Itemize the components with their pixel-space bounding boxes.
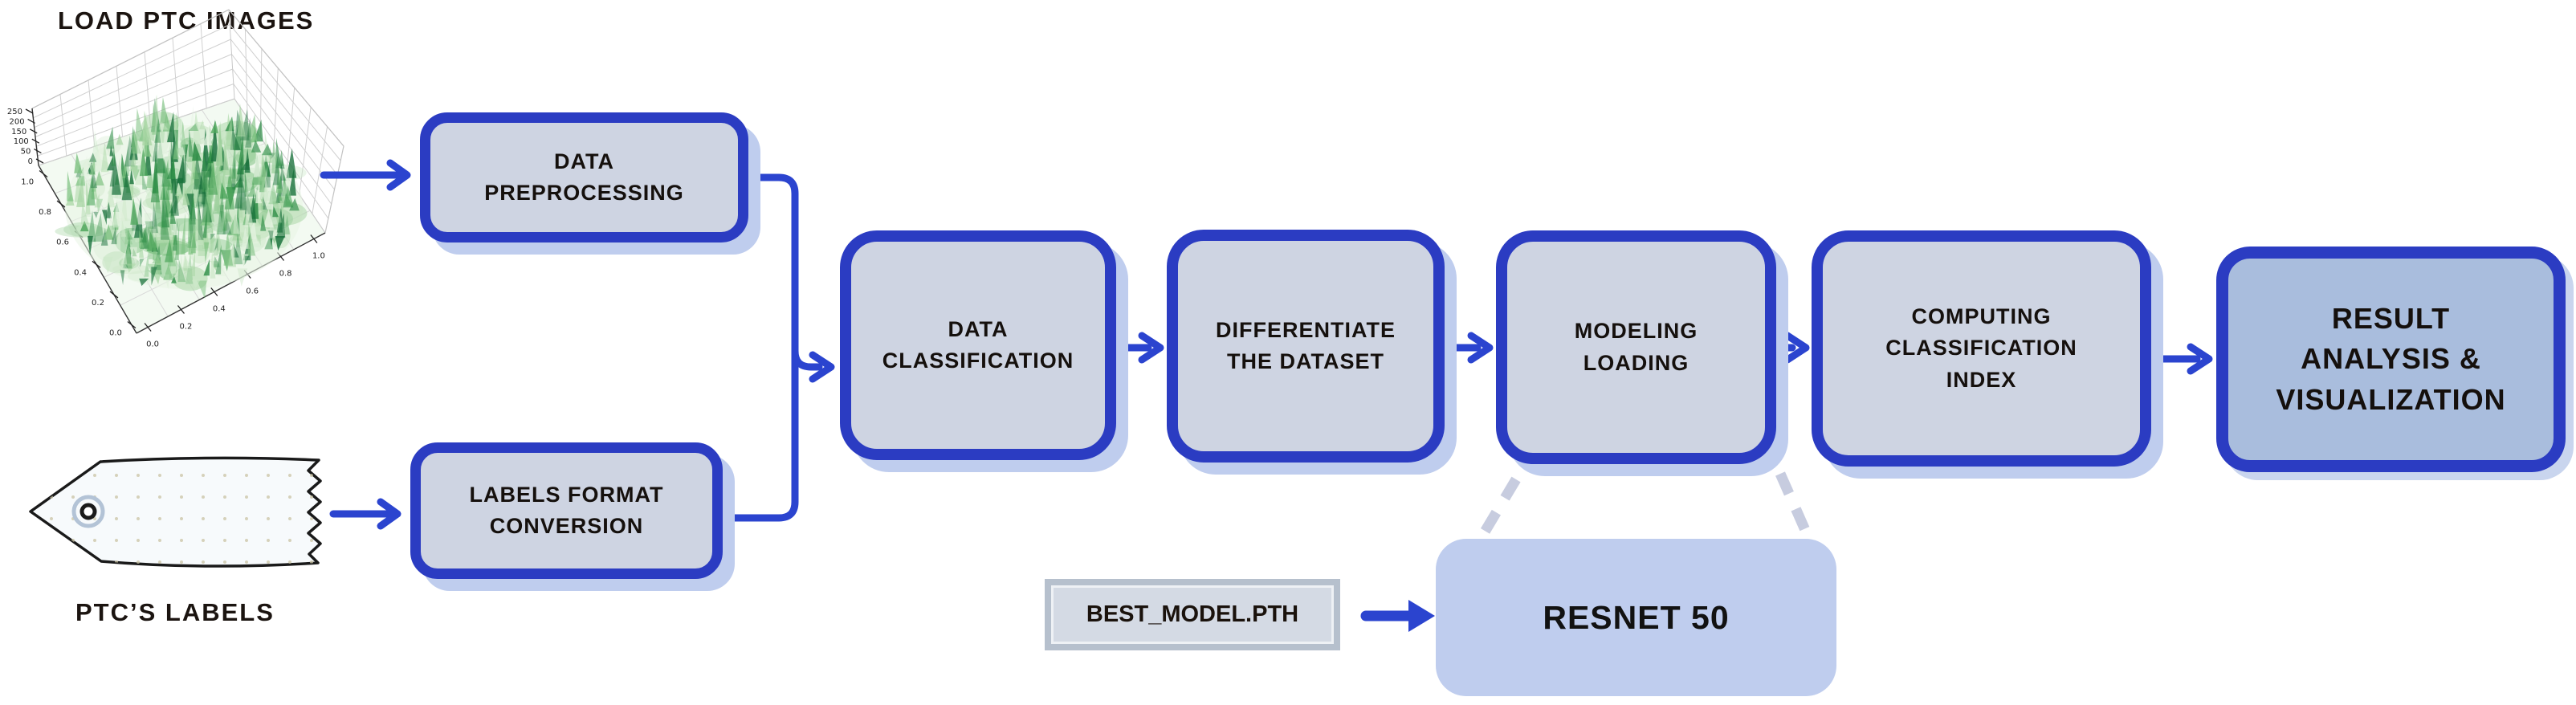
- load-ptc-images-title: LOAD PTC IMAGES: [58, 6, 315, 35]
- step-label: MODELING LOADING: [1574, 319, 1698, 375]
- step-labels-format-conversion: LABELS FORMAT CONVERSION: [410, 442, 723, 579]
- resnet50-box: RESNET 50: [1436, 539, 1836, 696]
- svg-text:0.2: 0.2: [92, 299, 104, 308]
- resnet50-label: RESNET 50: [1543, 598, 1730, 636]
- step-label: DIFFERENTIATE THE DATASET: [1216, 317, 1396, 373]
- svg-text:200: 200: [10, 117, 25, 126]
- svg-text:0.6: 0.6: [246, 287, 259, 296]
- tag-hole: [79, 503, 97, 520]
- step-label: DATA PREPROCESSING: [484, 149, 684, 205]
- step-computing-classification-index: COMPUTING CLASSIFICATION INDEX: [1812, 230, 2151, 467]
- arrow-labels-to-conversion: [329, 498, 401, 530]
- step-data-classification: DATA CLASSIFICATION: [840, 230, 1116, 460]
- step-result-analysis-visualization: RESULT ANALYSIS & VISUALIZATION: [2216, 247, 2566, 472]
- ptc-label-tag-icon: [29, 456, 322, 568]
- step-data-preprocessing: DATA PREPROCESSING: [420, 112, 748, 242]
- svg-text:0.4: 0.4: [74, 268, 87, 277]
- arrow-classification-to-differentiate: [1114, 332, 1164, 364]
- step-label: COMPUTING CLASSIFICATION INDEX: [1885, 304, 2077, 392]
- best-model-file-box: BEST_MODEL.PTH: [1045, 579, 1340, 650]
- arrow-bestmodel-to-resnet: [1360, 600, 1435, 632]
- svg-text:250: 250: [7, 108, 22, 116]
- tag-hole-ring: [71, 495, 105, 528]
- svg-text:0: 0: [28, 157, 33, 166]
- best-model-file-label: BEST_MODEL.PTH: [1086, 601, 1299, 627]
- arrow-modeling-to-computing: [1774, 332, 1810, 364]
- svg-text:1.0: 1.0: [312, 252, 325, 261]
- svg-text:1.0: 1.0: [21, 177, 34, 186]
- svg-text:0.0: 0.0: [109, 329, 122, 338]
- svg-text:0.2: 0.2: [180, 323, 193, 332]
- svg-text:0.4: 0.4: [213, 305, 226, 314]
- svg-text:50: 50: [21, 148, 31, 157]
- arrow-computing-to-result: [2149, 343, 2213, 375]
- svg-text:150: 150: [11, 128, 26, 137]
- step-label: RESULT ANALYSIS & VISUALIZATION: [2276, 301, 2506, 416]
- step-modeling-loading: MODELING LOADING: [1496, 230, 1776, 464]
- ptc-labels-title: PTC’S LABELS: [75, 598, 275, 626]
- dashed-link-modeling-to-resnet: [1477, 471, 1813, 540]
- step-label: DATA CLASSIFICATION: [882, 316, 1074, 373]
- svg-text:0.8: 0.8: [39, 208, 51, 217]
- arrow-differentiate-to-modeling: [1442, 332, 1494, 364]
- step-differentiate-the-dataset: DIFFERENTIATE THE DATASET: [1167, 230, 1445, 463]
- svg-text:100: 100: [14, 137, 29, 146]
- svg-text:0.0: 0.0: [146, 340, 159, 348]
- svg-text:0.6: 0.6: [56, 238, 69, 247]
- step-label: LABELS FORMAT CONVERSION: [469, 482, 664, 538]
- svg-text:0.8: 0.8: [279, 270, 292, 279]
